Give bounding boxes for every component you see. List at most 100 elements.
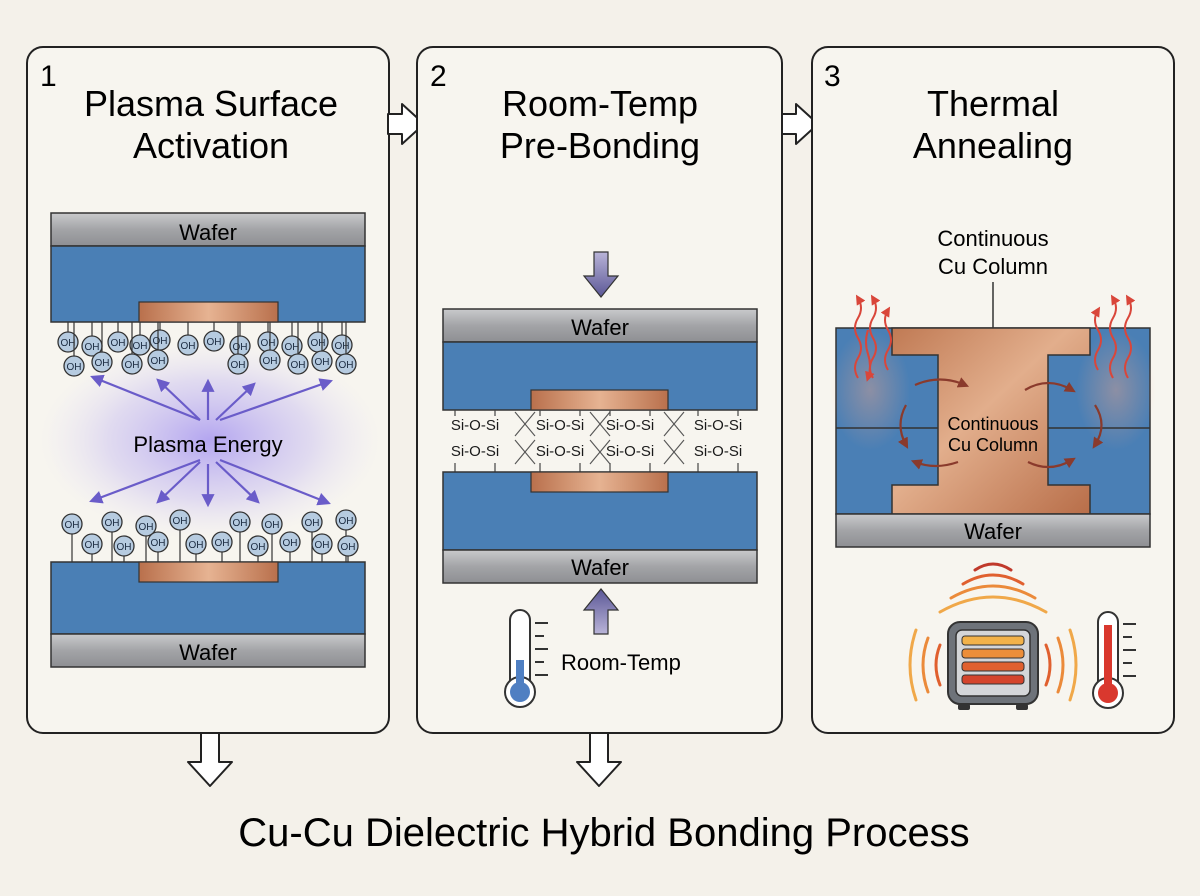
siosi-bond-label: Si-O-Si (451, 443, 499, 460)
oh-label: OH (305, 518, 320, 529)
plasma-energy-label: Plasma Energy (133, 432, 282, 457)
oh-label: OH (261, 338, 276, 349)
hydroxyl-group: OH (331, 322, 353, 356)
siosi-bond-label: Si-O-Si (694, 443, 742, 460)
copper-pad-top (138, 301, 279, 323)
hydroxyl-group: OH (307, 322, 329, 353)
heater-icon (947, 621, 1039, 710)
heat-glow-left (830, 330, 910, 450)
panel-title-line2: Activation (133, 125, 289, 166)
cu-column-label-line1: Continuous (947, 414, 1038, 434)
oh-label: OH (133, 341, 148, 352)
plasma-arrows (89, 374, 333, 508)
oh-label: OH (215, 538, 230, 549)
hydroxyl-group: OH (229, 511, 251, 562)
wafer-label: Wafer (179, 220, 237, 245)
copper-pad-bottom (138, 561, 279, 583)
hydroxyl-group: OH (147, 322, 169, 371)
panel-title-line1: Plasma Surface (84, 83, 338, 124)
heat-wave-icon (938, 562, 1048, 614)
wafer-label: Wafer (571, 555, 629, 580)
arrow-right-icon (781, 103, 819, 145)
hydroxyl-group: OH (261, 513, 283, 562)
oh-label: OH (105, 518, 120, 529)
hydroxyl-group: OH (185, 533, 207, 562)
arrow-down-icon (576, 732, 622, 787)
hydroxyl-group: OH (177, 322, 199, 356)
oh-label: OH (153, 336, 168, 347)
hydroxyl-group: OH (279, 531, 301, 562)
hydroxyl-group: OH (337, 535, 359, 562)
oh-label: OH (341, 542, 356, 553)
panel-thermal-annealing: 3 Thermal Annealing Continuous Cu Column… (811, 46, 1175, 734)
wafer-bottom (835, 513, 1151, 548)
wafer-bottom (50, 633, 366, 668)
oh-label: OH (339, 516, 354, 527)
thermometer-icon (1092, 611, 1136, 709)
panel-room-temp-prebonding: 2 Room-Temp Pre-Bonding Wafer Si-O-SiSi-… (416, 46, 783, 734)
oh-label: OH (283, 538, 298, 549)
hydroxyl-group: OH (81, 533, 103, 562)
hydroxyl-group: OH (121, 322, 143, 375)
oh-label: OH (251, 542, 266, 553)
oh-label: OH (173, 516, 188, 527)
cu-column-label-line2: Cu Column (948, 435, 1038, 455)
hydroxyl-group: OH (135, 515, 157, 562)
copper-pad-top (530, 389, 669, 411)
hydroxyl-group: OH (57, 322, 79, 353)
oh-label: OH (61, 338, 76, 349)
hydroxyl-group: OH (247, 535, 269, 562)
hydroxyl-group: OH (227, 322, 249, 375)
siosi-bond-layer: Si-O-SiSi-O-SiSi-O-SiSi-O-SiSi-O-SiSi-O-… (451, 410, 742, 472)
oh-label: OH (111, 338, 126, 349)
hydroxyl-group: OH (129, 322, 151, 356)
oh-label: OH (85, 342, 100, 353)
oh-label: OH (85, 540, 100, 551)
oh-label: OH (189, 540, 204, 551)
wafer-label: Wafer (179, 640, 237, 665)
siosi-bond-label: Si-O-Si (694, 417, 742, 434)
thermometer-icon (504, 609, 548, 708)
siosi-bond-label: Si-O-Si (536, 417, 584, 434)
heat-arrows-right (1090, 294, 1136, 379)
oh-label: OH (285, 342, 300, 353)
hydroxyl-group: OH (61, 513, 83, 562)
hydroxyl-group: OH (287, 322, 309, 375)
hydroxyl-group: OH (311, 533, 333, 562)
cu-column-callout-line1: Continuous (937, 226, 1048, 251)
dielectric-top (442, 341, 758, 411)
hydroxyl-group: OH (203, 322, 225, 352)
cu-column-callout-line2: Cu Column (938, 254, 1048, 279)
step-number: 3 (824, 60, 841, 93)
oh-label: OH (315, 540, 330, 551)
hydroxyl-group: OH (169, 509, 191, 562)
siosi-bond-label: Si-O-Si (451, 417, 499, 434)
arrow-down-icon (582, 251, 620, 298)
panel-plasma-activation: 1 Plasma Surface Activation Wafer Plasma… (26, 46, 390, 734)
hydroxyl-group: OH (113, 535, 135, 562)
oh-label: OH (311, 338, 326, 349)
oh-label: OH (263, 356, 278, 367)
hydroxyl-group: OH (335, 322, 357, 375)
oh-label: OH (233, 342, 248, 353)
wafer-top (442, 308, 758, 343)
oh-label: OH (315, 357, 330, 368)
oh-label: OH (335, 341, 350, 352)
oh-label: OH (265, 520, 280, 531)
arrow-right-icon (387, 103, 425, 145)
hydroxyl-group: OH (311, 322, 333, 372)
diffusion-arrows (898, 377, 1104, 470)
panel-title-line1: Room-Temp (502, 83, 698, 124)
hydroxyl-group: OH (63, 322, 85, 377)
copper-pad-bottom (530, 471, 669, 493)
heat-arrows-left (854, 294, 892, 382)
arrow-up-icon (582, 588, 620, 635)
hydroxyl-group: OH (107, 322, 129, 353)
oh-label: OH (65, 520, 80, 531)
wafer-label: Wafer (571, 315, 629, 340)
panel-title-line2: Annealing (913, 125, 1073, 166)
room-temp-label: Room-Temp (561, 650, 681, 675)
oh-label: OH (95, 358, 110, 369)
